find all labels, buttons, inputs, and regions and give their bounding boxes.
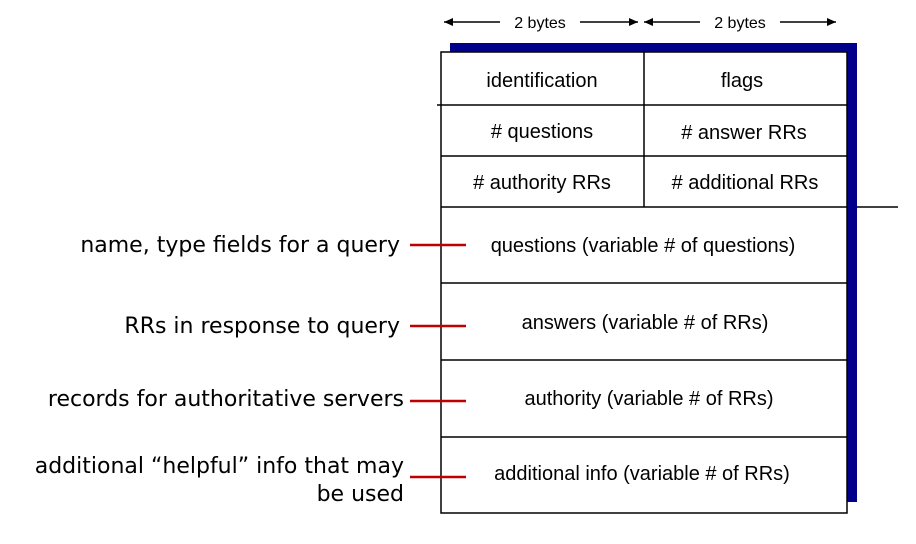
- annotation-additional-line1: additional “helpful” info that may: [35, 454, 404, 479]
- byte-label-1: 2 bytes: [514, 15, 566, 32]
- byte-width-indicator-2: 2 bytes: [644, 15, 836, 32]
- annotation-authority: records for authoritative servers: [48, 387, 404, 412]
- section-answers: answers (variable # of RRs): [522, 312, 769, 334]
- field-num-authority-rrs: # authority RRs: [473, 172, 611, 194]
- field-num-answer-rrs: # answer RRs: [681, 122, 807, 144]
- field-num-questions: # questions: [491, 121, 593, 143]
- annotation-questions: name, type fields for a query: [80, 233, 400, 258]
- field-flags: flags: [721, 70, 763, 92]
- section-questions: questions (variable # of questions): [491, 235, 796, 257]
- byte-width-indicator-1: 2 bytes: [444, 15, 638, 32]
- section-additional-info: additional info (variable # of RRs): [494, 463, 790, 485]
- section-authority: authority (variable # of RRs): [525, 388, 774, 410]
- byte-label-2: 2 bytes: [714, 15, 766, 32]
- annotation-additional-line2: be used: [317, 482, 404, 507]
- annotation-answers: RRs in response to query: [124, 314, 400, 339]
- field-num-additional-rrs: # additional RRs: [672, 172, 819, 194]
- field-identification: identification: [486, 70, 597, 92]
